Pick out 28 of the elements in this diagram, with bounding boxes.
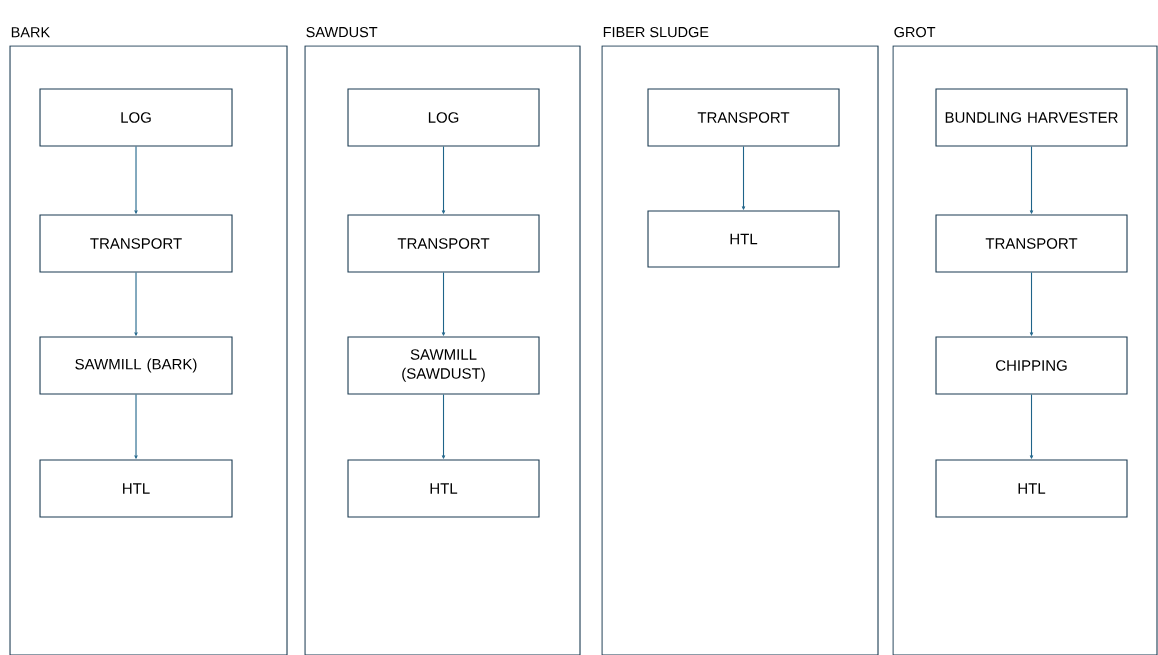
panel-heading: GROT — [894, 26, 936, 38]
process-box: HTL — [935, 459, 1128, 518]
process-box: TRANSPORT — [935, 214, 1128, 273]
arrow — [441, 146, 446, 214]
process-box: BUNDLING HARVESTER — [935, 88, 1128, 147]
panel-heading: BARK — [11, 27, 50, 38]
arrow — [441, 272, 446, 336]
process-box: LOG — [39, 88, 233, 147]
process-box: HTL — [347, 459, 540, 518]
process-box: LOG — [347, 88, 540, 147]
arrow — [1029, 394, 1034, 459]
process-box: TRANSPORT — [647, 88, 840, 147]
process-box: SAWMILL (BARK) — [39, 336, 233, 395]
arrow — [134, 146, 138, 214]
panel-heading: FIBER SLUDGE — [603, 26, 709, 38]
arrow — [134, 272, 138, 336]
arrow — [441, 394, 446, 459]
arrow — [741, 146, 746, 210]
process-box: HTL — [647, 210, 840, 268]
arrow — [1029, 272, 1034, 336]
panel-heading: SAWDUST — [306, 26, 378, 38]
process-box: TRANSPORT — [39, 214, 233, 273]
arrow — [1029, 146, 1034, 214]
process-box: TRANSPORT — [347, 214, 540, 273]
arrow — [134, 394, 138, 459]
process-box: SAWMILL (SAWDUST) — [347, 336, 540, 395]
process-box: HTL — [39, 459, 233, 518]
process-box: CHIPPING — [935, 336, 1128, 395]
